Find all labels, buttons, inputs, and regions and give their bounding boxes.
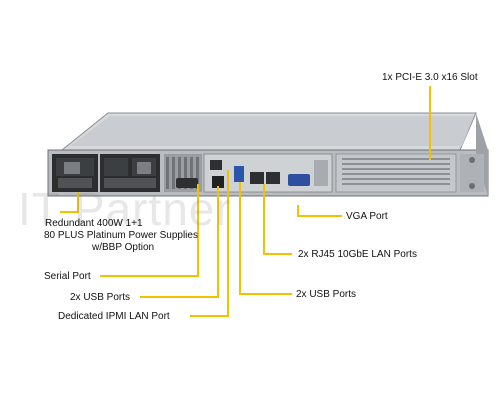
psu-label-line1: Redundant 400W 1+1 <box>45 218 143 229</box>
psu-label-line2: 80 PLUS Platinum Power Supplies <box>44 230 198 241</box>
usb-ports-left-label: 2x USB Ports <box>70 292 131 303</box>
vga-port-label: VGA Port <box>346 211 388 222</box>
usb-left-leader <box>140 186 219 298</box>
rj45-leader <box>263 184 292 255</box>
rj45-port-a <box>250 172 264 184</box>
usb-ports-left-connector <box>212 176 224 188</box>
power-supply-2 <box>100 154 160 192</box>
rj45-ports-label: 2x RJ45 10GbE LAN Ports <box>298 249 417 260</box>
ipmi-port-connector <box>210 160 222 170</box>
ipmi-leader <box>190 170 229 317</box>
usb-ports-right-label: 2x USB Ports <box>296 289 357 300</box>
ipmi-port-label: Dedicated IPMI LAN Port <box>58 311 170 322</box>
psu-label-line3: w/BBP Option <box>92 242 155 253</box>
vga-leader <box>297 205 342 217</box>
leader-lines <box>60 86 431 317</box>
serial-port-connector <box>176 178 198 188</box>
vga-port-connector <box>288 174 310 186</box>
serial-leader <box>100 184 199 277</box>
watermark: IT Partner <box>18 183 232 235</box>
serial-port-label: Serial Port <box>44 271 91 282</box>
rj45-port-b <box>266 172 280 184</box>
usb-ports-right-connector <box>234 166 244 182</box>
psu-leader <box>60 192 79 213</box>
usb-right-leader <box>239 182 292 295</box>
power-supply-1 <box>52 154 98 192</box>
pcie-slot-label: 1x PCI-E 3.0 x16 Slot <box>382 72 478 83</box>
